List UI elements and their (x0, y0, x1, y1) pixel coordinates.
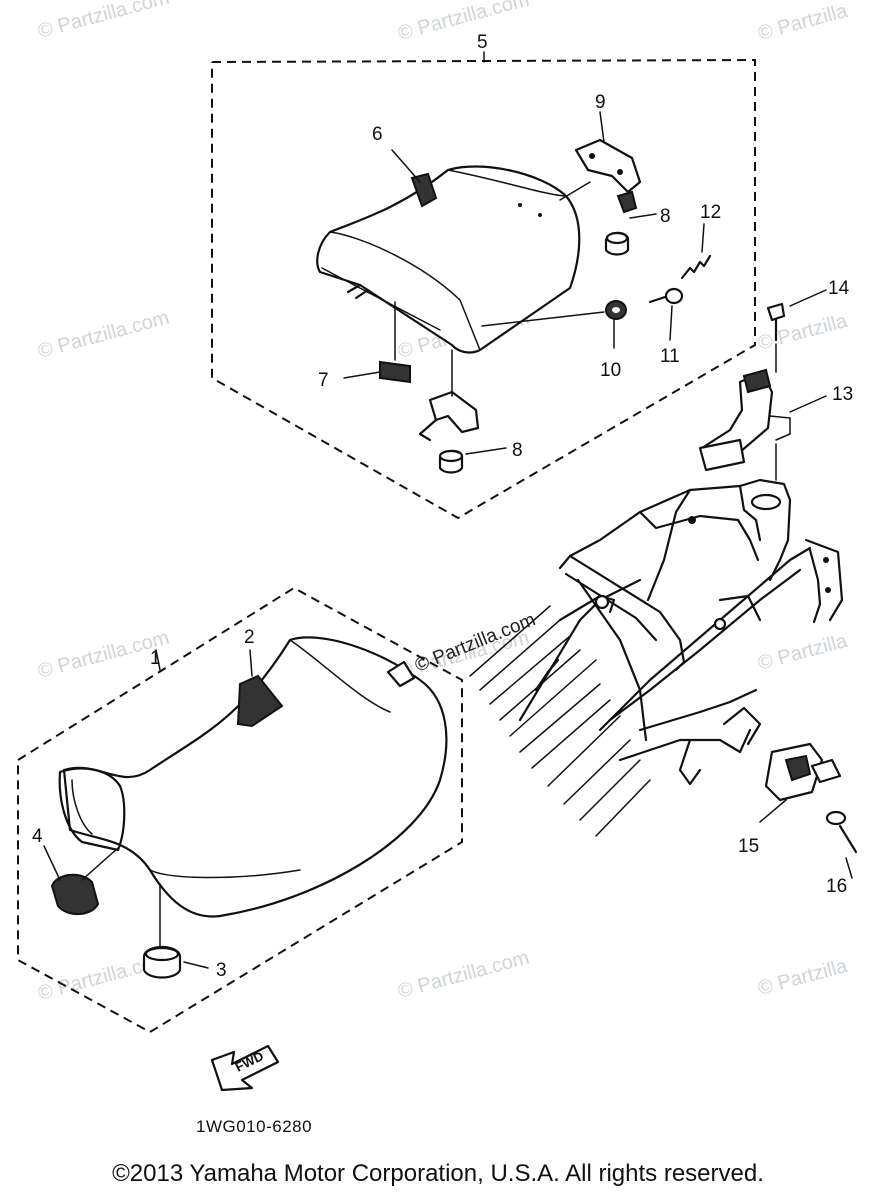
screw[interactable] (648, 287, 684, 305)
spring[interactable] (680, 254, 712, 280)
watermark: © Partzilla (756, 630, 851, 675)
callout-14: 14 (828, 278, 850, 299)
watermark: © Partzilla.com (36, 0, 172, 43)
watermark: © Partzilla (756, 0, 851, 45)
watermark: © Partzilla (756, 955, 851, 1000)
callout-9: 9 (595, 92, 606, 113)
rear-seat-bracket-bottom[interactable] (418, 349, 480, 442)
seat-lock-assembly[interactable] (698, 368, 827, 481)
seat-lock-cylinder[interactable] (759, 742, 842, 823)
collar-upper[interactable] (604, 231, 630, 256)
callout-8-upper: 8 (660, 206, 671, 227)
callout-12: 12 (700, 202, 721, 223)
callout-labels: 5 6 9 8 12 14 13 10 11 7 8 2 1 4 3 15 16 (32, 32, 853, 981)
callout-1: 1 (150, 648, 161, 669)
copyright-notice: ©2013 Yamaha Motor Corporation, U.S.A. A… (112, 1160, 764, 1187)
callout-2: 2 (244, 627, 255, 648)
bolt-top[interactable] (766, 289, 827, 373)
callout-11: 11 (660, 346, 680, 367)
main-seat[interactable] (58, 636, 448, 918)
callout-5: 5 (477, 32, 488, 53)
leader-lines-upper (343, 111, 705, 455)
rear-seat-assembly-box (211, 51, 756, 520)
callout-8-lower: 8 (512, 440, 523, 461)
callout-6: 6 (372, 124, 383, 145)
bottom-damper[interactable] (142, 883, 182, 979)
rear-seat-bracket-top[interactable] (574, 138, 642, 214)
rear-seat[interactable] (316, 165, 581, 354)
grommet[interactable] (605, 300, 627, 320)
callout-16: 16 (826, 876, 847, 897)
frame (469, 478, 844, 837)
forward-arrow-icon: FWD (210, 1044, 280, 1092)
callout-3: 3 (216, 960, 227, 981)
callout-15: 15 (738, 836, 759, 857)
parts-diagram: © Partzilla.com © Partzilla.com © Partzi… (17, 0, 858, 1136)
leader-lines-lower (43, 649, 253, 969)
watermark: © Partzilla.com (36, 307, 172, 363)
diagram-code: 1WG010-6280 (196, 1117, 312, 1136)
callout-7: 7 (318, 370, 329, 391)
callout-13: 13 (832, 384, 853, 405)
watermark: © Partzilla.com (396, 0, 532, 45)
callout-10: 10 (600, 360, 621, 381)
mounting-screw[interactable] (825, 810, 858, 879)
collar-lower[interactable] (438, 449, 464, 474)
callout-4: 4 (32, 826, 43, 847)
side-damper[interactable] (50, 847, 119, 915)
watermark: © Partzilla.com (396, 947, 532, 1003)
main-seat-assembly-box (17, 586, 463, 1034)
damper-pad[interactable] (379, 301, 411, 384)
